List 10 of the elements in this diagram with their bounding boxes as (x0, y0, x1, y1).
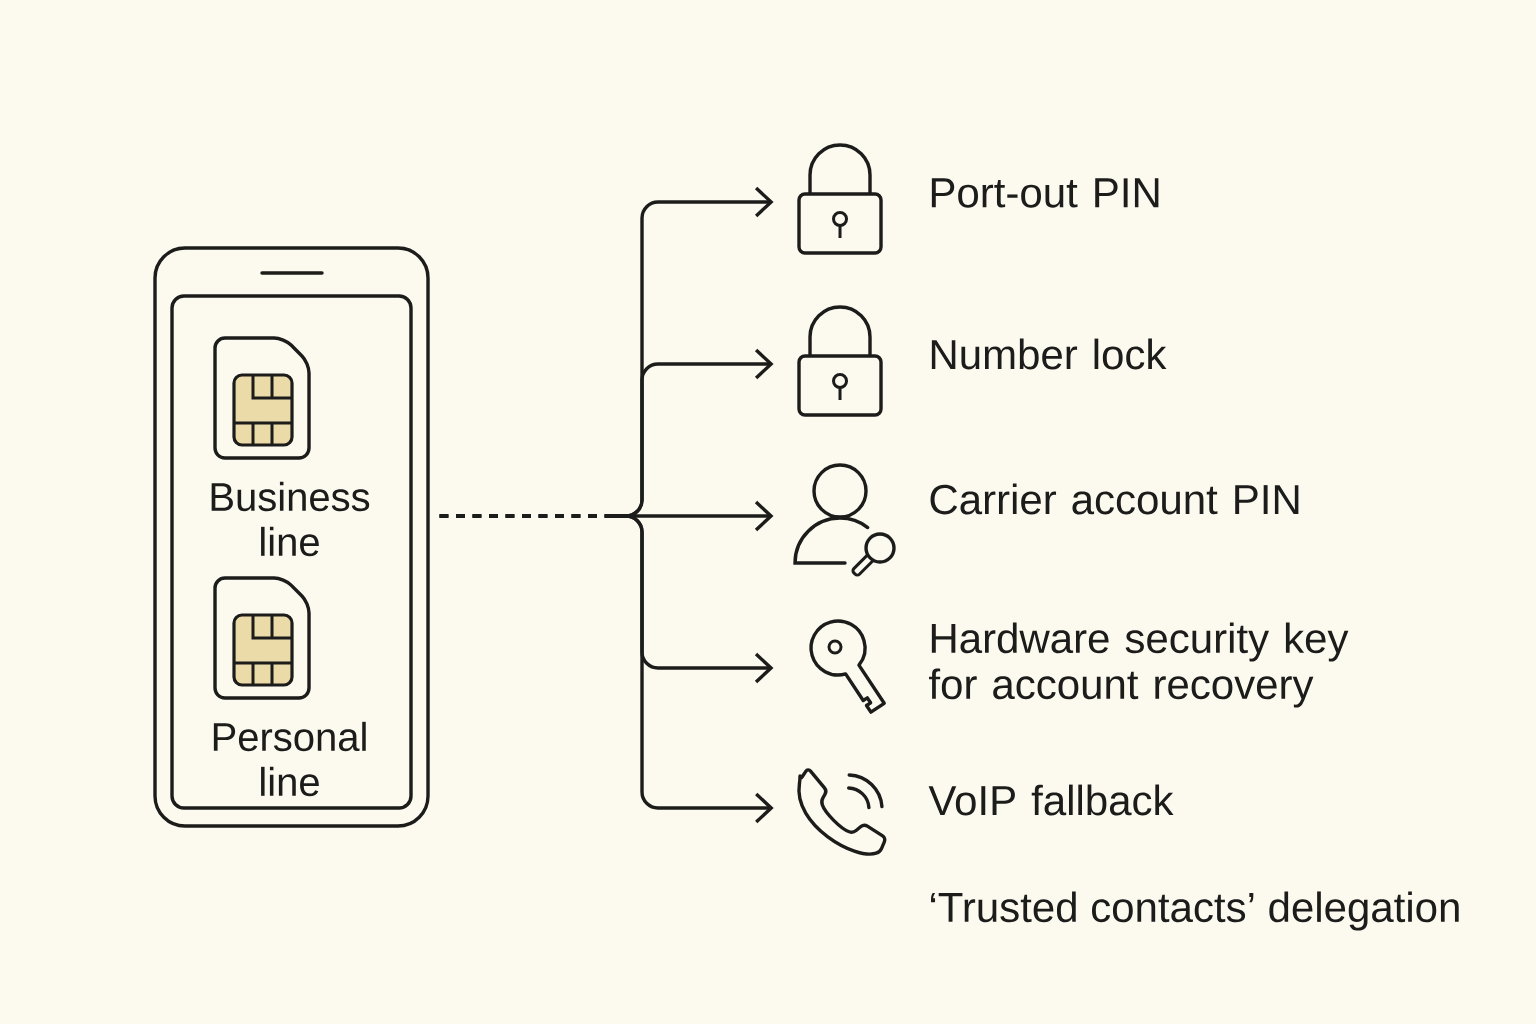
feature-label: Carrier account PIN (930, 483, 1299, 515)
sim-label: Business line (211, 481, 370, 557)
connector-arrow (439, 514, 774, 824)
feature-label: VoIP fallback (928, 784, 1174, 816)
sim-label: Personal line (213, 721, 366, 797)
phone-outline (153, 246, 430, 828)
feature-label: Port-out PIN (931, 178, 1159, 208)
feature-label: Number lock (931, 338, 1167, 370)
feature-label: Hardware security key for account recovery (929, 622, 1349, 708)
feature-label: ‘Trusted contacts’ delegation (931, 891, 1459, 931)
